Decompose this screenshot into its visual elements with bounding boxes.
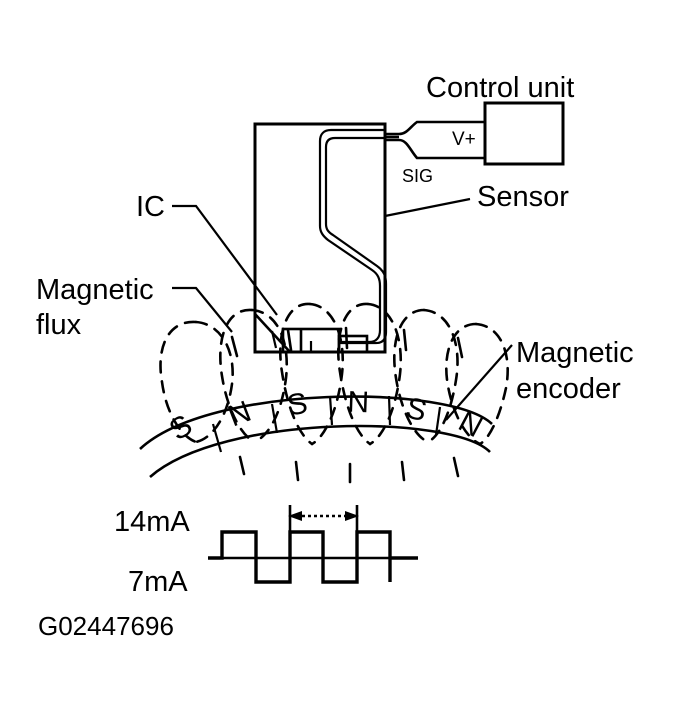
encoder-pole-5: N	[453, 405, 488, 444]
pitch-arrow-right-head	[345, 511, 359, 521]
encoder-pole-dividers	[211, 395, 442, 453]
magnetic-flux-label-line1: Magnetic	[36, 274, 154, 306]
ic-label: IC	[136, 191, 165, 223]
pole-pitch-indicator	[288, 505, 359, 533]
sensor-harness	[385, 120, 485, 160]
magnetic-encoder-label-line1: Magnetic	[516, 337, 634, 369]
magnetic-encoder-label-line2: encoder	[516, 373, 621, 405]
leader-lines	[172, 197, 513, 421]
control-unit-label: Control unit	[426, 72, 574, 104]
encoder-pole-2: S	[285, 387, 310, 423]
sensor-label: Sensor	[477, 181, 569, 213]
current-high-label: 14mA	[114, 506, 190, 538]
control-unit-box	[483, 101, 565, 166]
output-waveform	[208, 530, 418, 584]
sig-label: SIG	[402, 166, 433, 186]
v-plus-label: V+	[452, 129, 476, 150]
waveform-trace	[208, 530, 418, 584]
sensor-internal-lead	[318, 128, 388, 345]
encoder-pole-3: N	[347, 386, 370, 420]
encoder-pole-4: S	[403, 391, 430, 428]
magnetic-flux-stubs	[230, 326, 464, 484]
ic-component	[254, 313, 369, 354]
ic-leader-line	[172, 204, 278, 316]
pitch-arrow-left-head	[288, 511, 302, 521]
current-low-label: 7mA	[128, 566, 188, 598]
magnetic-encoder-leader-line	[445, 344, 513, 421]
magnetic-flux-loops	[159, 302, 509, 446]
magnetic-flux-label-line2: flux	[36, 309, 82, 341]
figure-reference-code: G02447696	[38, 611, 174, 641]
encoder-pole-1: N	[224, 395, 256, 434]
magnetic-flux-leader-line	[172, 286, 233, 333]
sensor-leader-line	[384, 197, 471, 218]
magnetic-encoder-ring	[139, 395, 493, 478]
